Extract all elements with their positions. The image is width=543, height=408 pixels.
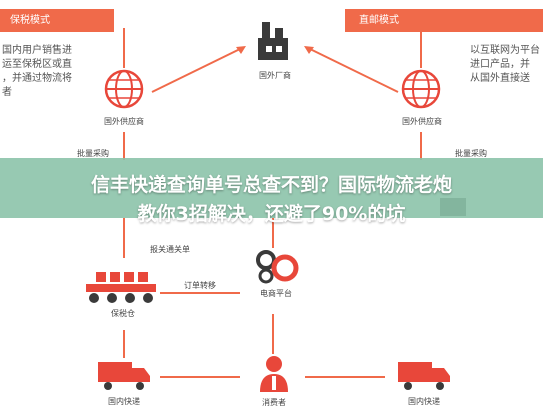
connector [123, 330, 125, 358]
bonded-warehouse-label: 保税仓 [111, 309, 135, 318]
gears-icon [256, 250, 299, 284]
truck-icon [398, 362, 450, 390]
right-description: 以互联网为平台 进口产品，并 从国外直接送 [470, 45, 540, 84]
connector [123, 218, 125, 258]
domestic-express-right-label: 国内快递 [408, 397, 440, 406]
bulk-purchase-left-label: 批量采购 [77, 149, 109, 158]
ecommerce-platform-label: 电商平台 [260, 289, 292, 298]
domestic-express-left-label: 国内快递 [108, 397, 140, 406]
customs-notice-label: 报关通关单 [150, 245, 190, 254]
title-banner [0, 158, 543, 218]
order-transfer-label: 订单转移 [184, 281, 216, 290]
connector [160, 376, 240, 378]
bonded-warehouse-icon [86, 272, 156, 303]
direct-mail-mode-header: 直邮模式 [345, 9, 543, 32]
consumer-icon [260, 356, 288, 392]
connector [420, 132, 422, 160]
globe-icon [104, 69, 144, 109]
foreign-supplier-left-label: 国外供应商 [104, 117, 144, 126]
factory-icon [258, 22, 288, 60]
connector [420, 28, 422, 68]
connector [123, 28, 125, 68]
consumer-label: 消费者 [262, 398, 286, 407]
connector [123, 132, 125, 160]
connector [272, 218, 274, 248]
globe-icon [401, 69, 441, 109]
banner-title-line1: 信丰快递查询单号总查不到？国际物流老炮 [90, 174, 452, 196]
bulk-purchase-right-label: 批量采购 [455, 149, 487, 158]
left-description: 国内用户销售进 运至保税区或直 ，并通过物流将 者 [2, 45, 72, 98]
arrow-left-to-factory [151, 46, 246, 93]
connector [272, 314, 274, 354]
arrow-right-to-factory [304, 46, 399, 93]
foreign-supplier-right-label: 国外供应商 [402, 117, 442, 126]
truck-icon [98, 362, 150, 390]
banner-title-line2: 教你3招解决，还避了90%的坑 [137, 203, 406, 225]
connector [160, 292, 240, 294]
foreign-merchant-label: 国外厂商 [259, 71, 291, 80]
bonded-mode-header: 保税模式 [0, 9, 114, 32]
connector [305, 376, 385, 378]
